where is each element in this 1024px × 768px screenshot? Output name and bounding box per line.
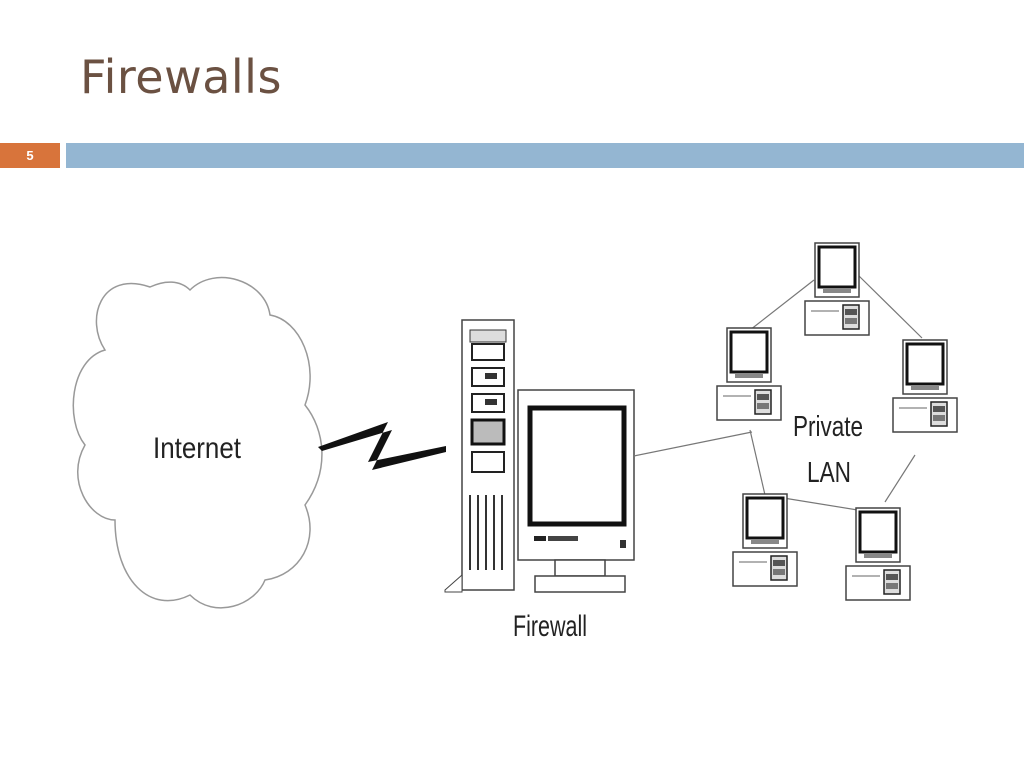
- lan-computer-bottom-right: [844, 506, 912, 602]
- lan-computer-bottom-left: [731, 492, 799, 588]
- lan-computer-top: [803, 241, 871, 337]
- internet-cloud: [72, 276, 323, 609]
- private-lan-label-line2: LAN: [807, 457, 851, 489]
- private-lan-label-line1: Private: [793, 411, 863, 443]
- lan-computer-left: [715, 326, 783, 422]
- lan-computer-right: [891, 338, 959, 434]
- firewall-label: Firewall: [513, 610, 587, 643]
- title-accent-bar: [66, 143, 1024, 168]
- internet-label: Internet: [153, 432, 242, 465]
- slide-number: 5: [0, 143, 60, 168]
- slide-title: Firewalls: [80, 50, 282, 104]
- network-links: [633, 274, 923, 513]
- firewall-server: [444, 319, 515, 593]
- wan-link-bolt: [318, 422, 446, 470]
- firewall-monitor: [517, 389, 635, 593]
